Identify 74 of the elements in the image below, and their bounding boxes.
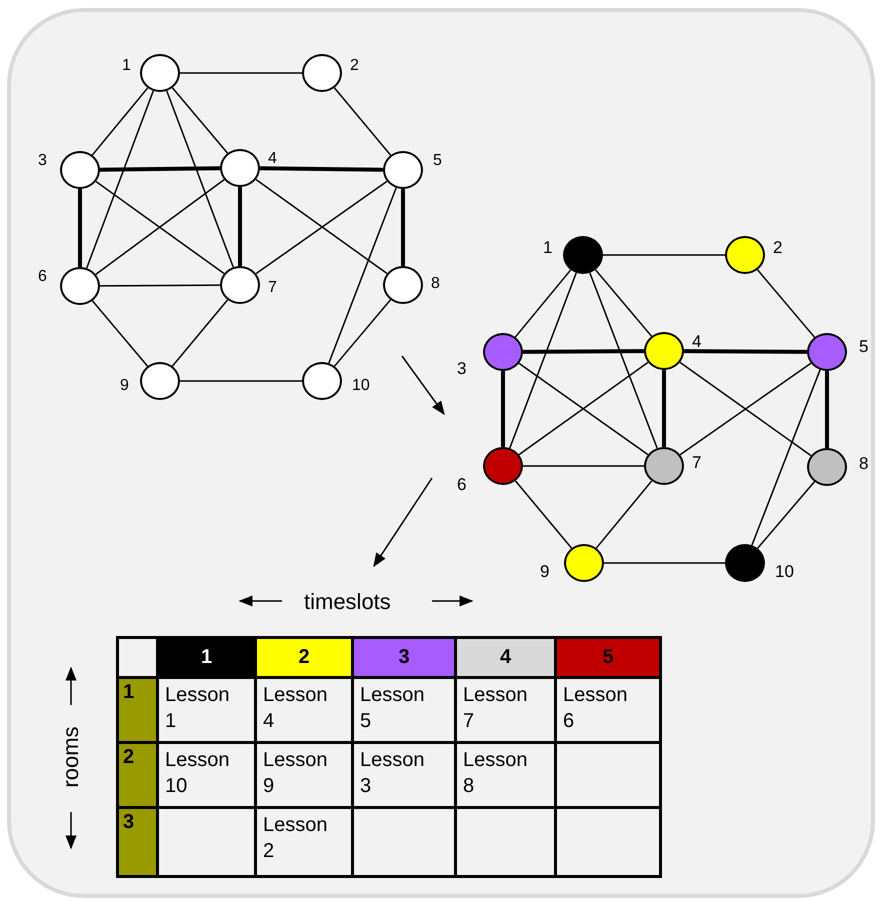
lesson-text: Lesson 8 [463,748,528,799]
node-number: 3 [38,152,47,170]
lesson-text: Lesson 1 [165,683,230,734]
edge-line [514,269,572,338]
node-number: 2 [350,57,359,75]
edge-line [172,299,228,367]
node-number: 10 [775,563,794,581]
edge-line [334,87,392,156]
node-number: 3 [457,360,466,378]
edge-line [596,480,652,549]
edge-line [523,465,644,467]
edge-line [751,370,821,546]
edge-line [172,87,228,154]
node-number: 10 [352,377,370,395]
node-number: 7 [268,279,277,297]
edge-line [180,72,302,74]
column-header: 1 [200,645,212,670]
edge-line [756,269,816,338]
node-number: 4 [692,333,702,351]
lesson-text: Lesson 2 [263,813,328,864]
edge-line [100,284,220,287]
edge-line [509,272,577,448]
edge-line [401,189,405,266]
edge-line [78,189,82,267]
edge-line [260,166,384,172]
column-header: 3 [398,645,410,670]
edge-line [604,562,725,564]
edge-line [514,480,572,549]
edge-line [92,300,148,367]
edge-line [684,349,807,354]
lesson-text: Lesson 7 [463,683,528,734]
edge-line [86,90,154,268]
edge-line [825,371,829,448]
lesson-text: Lesson 9 [263,748,328,799]
node-number: 9 [540,563,550,581]
edge-line [603,254,725,256]
lesson-text: Lesson 6 [563,683,628,734]
lesson-text: Lesson 10 [165,748,230,799]
node-number: 5 [433,152,442,170]
edge-line [662,370,666,447]
node-number: 6 [38,268,47,286]
edge-line [92,87,148,156]
row-header: 1 [123,680,134,705]
node-number: 4 [268,150,277,168]
edge-line [501,371,505,447]
node-number: 7 [692,454,702,472]
axis-label: timeslots [304,589,391,615]
lesson-text: Lesson 5 [360,683,426,734]
lesson-text: Lesson 4 [263,683,328,734]
row-header: 2 [123,745,134,770]
node-number: 1 [543,239,552,257]
edge-line [238,187,242,266]
edge-line [328,188,397,364]
node-number: 2 [773,239,782,257]
edge-line [180,380,302,382]
edge-line [594,269,652,337]
edge-line [757,481,815,549]
column-header: 4 [500,645,512,670]
axis-label: rooms [58,726,84,788]
node-number: 1 [122,57,131,75]
edge-line [334,299,392,367]
column-header: 2 [298,645,310,670]
node-number: 5 [859,338,868,356]
node-number: 6 [457,476,466,494]
edge-line [589,272,658,448]
edge-line [166,90,234,268]
node-number: 8 [859,455,868,473]
node-number: 9 [120,377,129,395]
node-number: 8 [431,275,440,293]
lesson-text: Lesson 3 [360,748,426,799]
edge-line [100,166,220,172]
edge-line [522,349,644,354]
column-header: 5 [602,645,614,670]
row-header: 3 [123,810,134,835]
